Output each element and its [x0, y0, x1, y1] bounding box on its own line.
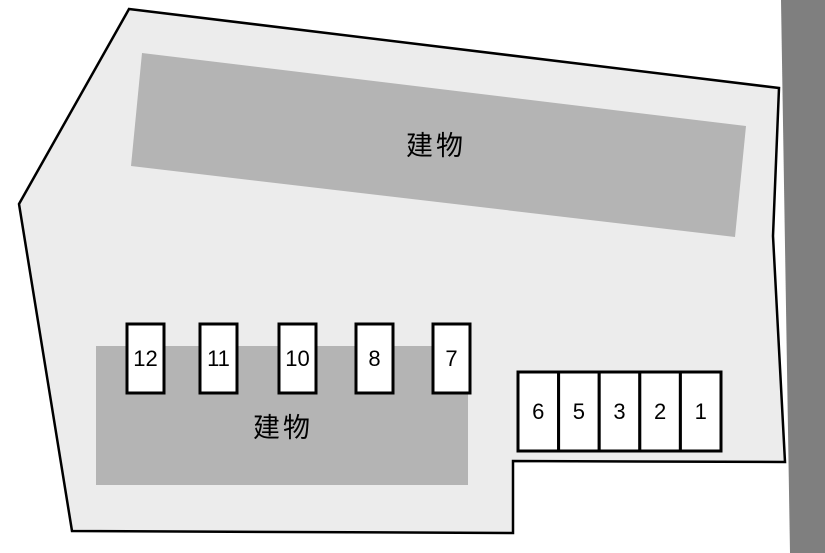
parking-space-label: 5 — [573, 399, 585, 424]
parking-space-2: 2 — [638, 370, 682, 453]
parking-space-1: 1 — [678, 370, 723, 453]
parking-space-label: 6 — [532, 399, 544, 424]
parking-space-label: 1 — [695, 399, 707, 424]
parking-space-box — [678, 370, 723, 453]
parking-space-3: 3 — [597, 370, 642, 453]
parking-space-box — [557, 370, 601, 453]
parking-space-label: 11 — [207, 346, 230, 371]
parking-space-label: 8 — [368, 346, 380, 371]
parking-space-label: 7 — [445, 346, 457, 371]
parking-space-box — [198, 322, 239, 395]
parking-space-10: 10 — [277, 322, 318, 395]
building-top — [131, 53, 746, 237]
parking-space-box — [125, 322, 166, 395]
building-top-label: 建物 — [406, 131, 466, 161]
parking-space-label: 12 — [133, 346, 157, 371]
building-bottom-label: 建物 — [253, 413, 313, 443]
parking-space-box — [431, 322, 472, 395]
parking-space-6: 6 — [516, 370, 561, 453]
parking-space-11: 11 — [198, 322, 239, 395]
parking-space-7: 7 — [431, 322, 472, 395]
parking-space-5: 5 — [557, 370, 601, 453]
parking-space-box — [277, 322, 318, 395]
road-strip — [781, 0, 825, 553]
parking-space-box — [354, 322, 395, 395]
parking-space-box — [597, 370, 642, 453]
parking-space-box — [516, 370, 561, 453]
parking-space-8: 8 — [354, 322, 395, 395]
parking-space-label: 2 — [654, 399, 666, 424]
parking-space-label: 10 — [285, 346, 309, 371]
parking-space-12: 12 — [125, 322, 166, 395]
parking-space-label: 3 — [613, 399, 625, 424]
